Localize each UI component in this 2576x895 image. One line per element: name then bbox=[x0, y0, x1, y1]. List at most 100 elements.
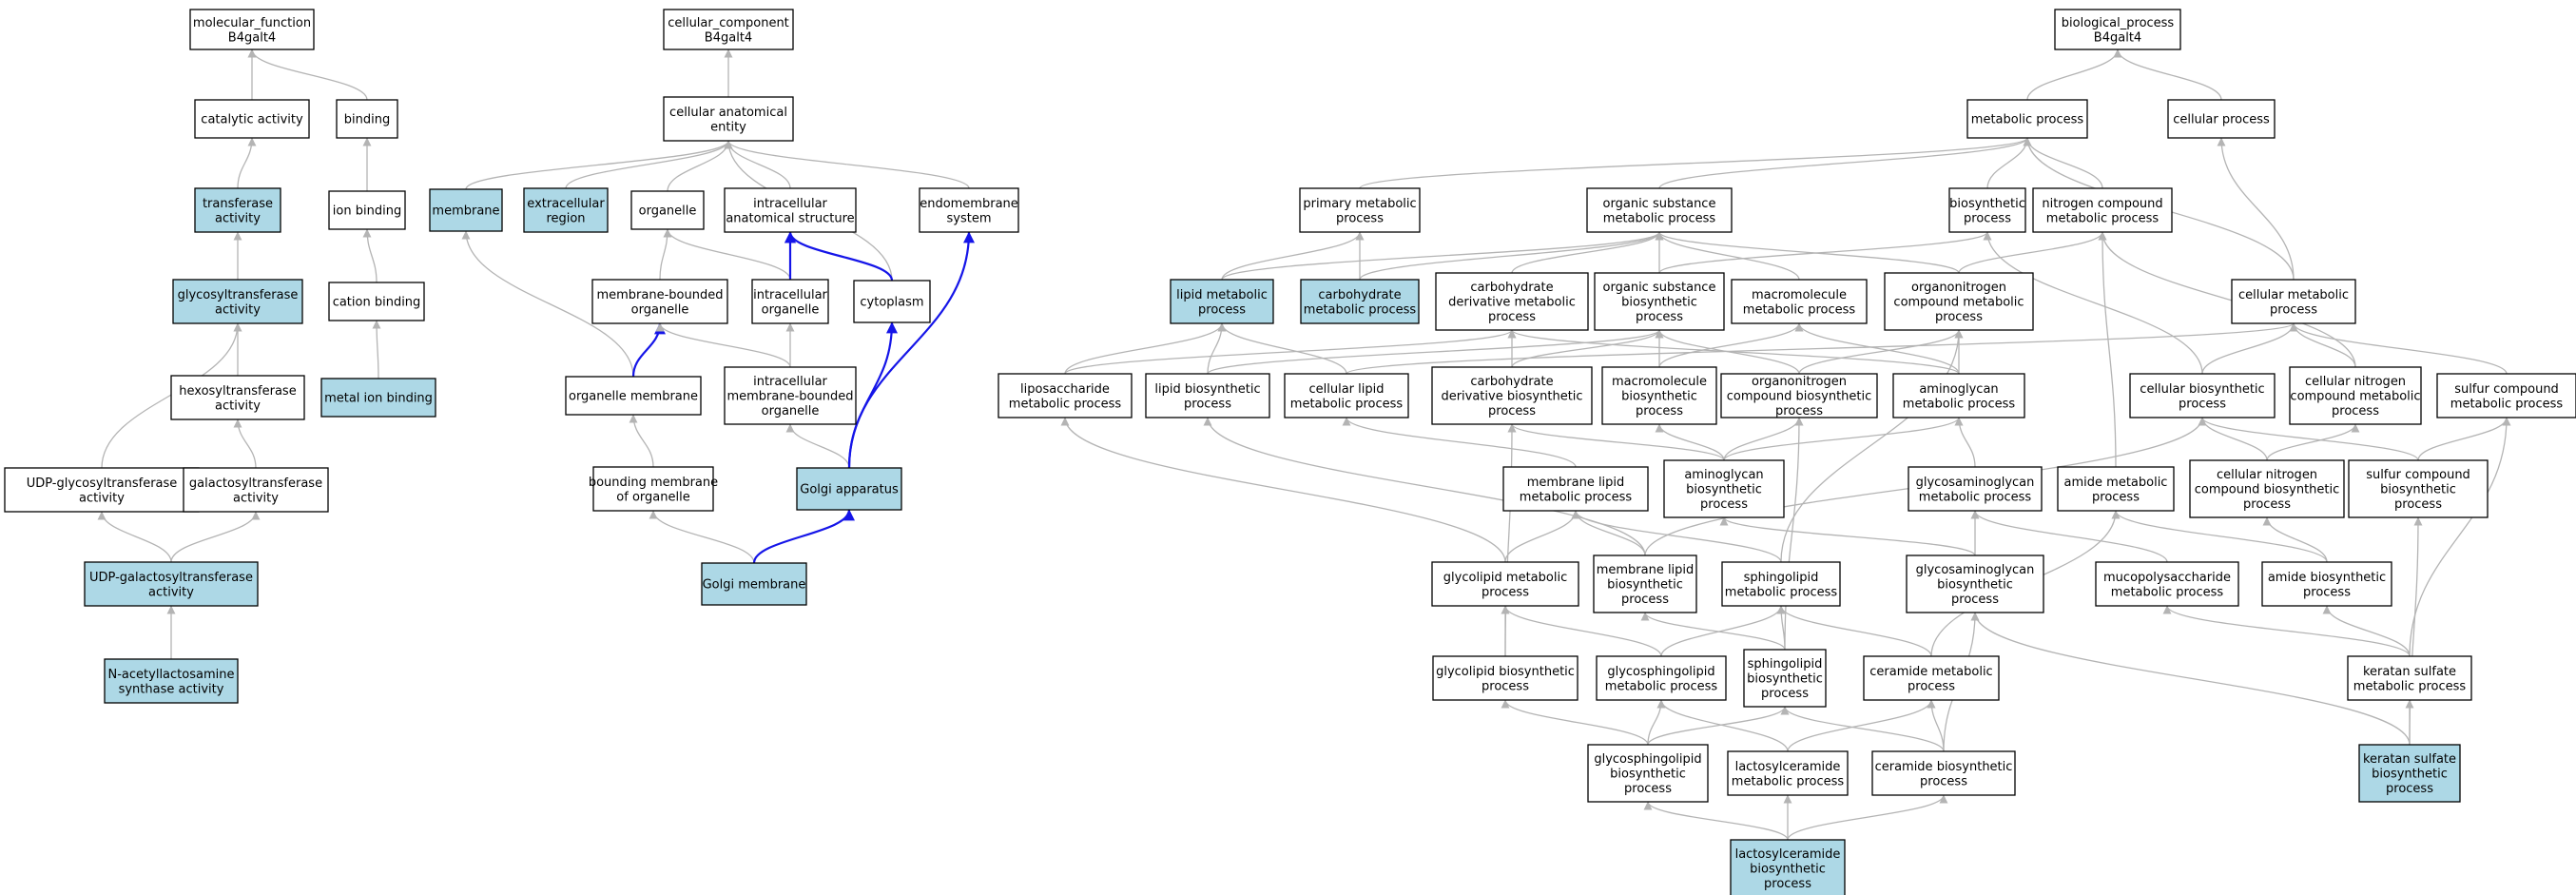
node-metal-ion-binding[interactable]: metal ion binding bbox=[320, 378, 436, 418]
node-organelle[interactable]: organelle bbox=[630, 190, 705, 230]
node-membrane[interactable]: membrane bbox=[429, 188, 503, 232]
node-label-line: compound biosynthetic bbox=[2195, 483, 2340, 497]
node-cation-binding[interactable]: cation binding bbox=[328, 282, 425, 321]
edge-aminoglycan-biosynthetic-to-aminoglycan-metabolic bbox=[1723, 417, 1964, 461]
node-label-line: biosynthetic bbox=[1610, 768, 1686, 782]
node-ion-binding[interactable]: ion binding bbox=[328, 190, 406, 230]
node-golgi-apparatus[interactable]: Golgi apparatus bbox=[796, 467, 902, 511]
node-metabolic-process[interactable]: metabolic process bbox=[1966, 99, 2088, 139]
node-label-line: biosynthetic bbox=[1686, 483, 1762, 497]
node-catalytic[interactable]: catalytic activity bbox=[194, 99, 310, 139]
node-binding[interactable]: binding bbox=[336, 99, 398, 139]
node-box bbox=[1586, 187, 1733, 233]
node-box bbox=[328, 190, 406, 230]
node-label-line: process bbox=[1184, 397, 1231, 411]
edge-glycolipid-metabolic-to-liposaccharide-metabolic bbox=[1060, 417, 1506, 563]
edge-sphingolipid-biosynthetic-to-organonitrogen-biosynthetic bbox=[1784, 417, 1804, 651]
node-label-line: organelle bbox=[631, 302, 689, 317]
node-label-line: entity bbox=[710, 120, 746, 134]
node-organelle-membrane[interactable]: organelle membrane bbox=[565, 376, 702, 416]
edge-cellular-lipid-metabolic-to-cellular-metabolic bbox=[1346, 322, 2298, 375]
node-box bbox=[1731, 279, 1868, 324]
node-cellular-process[interactable]: cellular process bbox=[2167, 99, 2276, 139]
node-label-line: membrane-bounded bbox=[726, 390, 853, 404]
node-label-line: cellular lipid bbox=[1308, 382, 1384, 397]
edge-organelle-to-cell-anat-entity bbox=[667, 140, 733, 192]
node-cytoplasm[interactable]: cytoplasm bbox=[853, 280, 931, 323]
edge-organelle-membrane-to-membrane bbox=[461, 230, 634, 378]
edge-extracellular-region-to-cell-anat-entity bbox=[565, 140, 733, 189]
node-label-line: process bbox=[1951, 593, 1999, 607]
node-label-line: intracellular bbox=[753, 375, 827, 389]
node-box bbox=[1299, 187, 1421, 233]
node-golgi-membrane[interactable]: Golgi membrane bbox=[701, 562, 807, 606]
node-label-line: cellular_component bbox=[668, 16, 789, 30]
node-label-line: cellular anatomical bbox=[669, 106, 787, 120]
node-label-line: process bbox=[2243, 497, 2291, 512]
node-box bbox=[1743, 649, 1827, 708]
node-label-line: process bbox=[2092, 490, 2140, 504]
